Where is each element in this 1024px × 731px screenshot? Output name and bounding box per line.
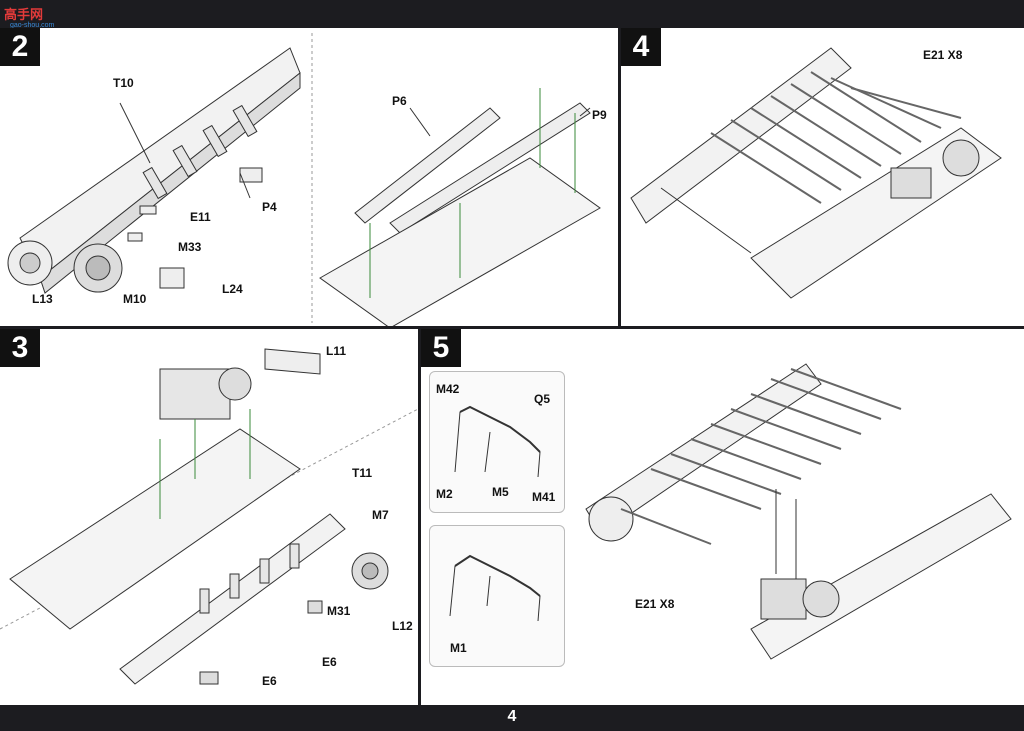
part-label: E21 X8 (635, 597, 675, 611)
step-3-panel: 3 L11 T11 M7 M31 L12 E6 E6 (0, 329, 418, 705)
part-label: L11 (326, 344, 347, 358)
part-label: M42 (436, 382, 460, 396)
step-number: 5 (421, 329, 461, 367)
part-label: L24 (222, 282, 243, 296)
watermark-sub: gao-shou.com (10, 22, 55, 29)
step-2-panel: 2 T10 E11 M33 P4 L13 M10 (0, 28, 618, 326)
step-3-drawing (0, 348, 418, 685)
part-label: E6 (262, 674, 277, 688)
part-label: M31 (327, 604, 351, 618)
part-label: M41 (532, 490, 556, 504)
part-label: Q5 (534, 392, 551, 406)
step-5-panel: 5 M42 Q5 M2 M5 M41 M1 (421, 329, 1024, 705)
part-label: P6 (392, 94, 407, 108)
step-number: 2 (0, 28, 40, 66)
step-2-drawing (7, 33, 601, 326)
inset-box-bottom: M1 (429, 525, 565, 667)
part-label: L12 (392, 619, 413, 633)
part-label: M7 (372, 508, 389, 522)
inset-box-top: M42 Q5 M2 M5 M41 (429, 371, 565, 513)
inset-top-drawing (454, 405, 541, 478)
part-label: M5 (492, 485, 509, 499)
step-5-drawing (585, 363, 1012, 660)
step-4-panel: 4 E21 X8 (621, 28, 1024, 326)
part-label: P4 (262, 200, 277, 214)
part-label: M33 (178, 240, 202, 254)
part-label: L13 (32, 292, 53, 306)
part-label: E21 X8 (923, 48, 963, 62)
part-label: M1 (450, 641, 467, 655)
inset-bottom-drawing (449, 554, 541, 622)
step-4-drawing (630, 47, 1002, 299)
page-number: 4 (507, 708, 517, 725)
part-label: M10 (123, 292, 147, 306)
part-label: M2 (436, 487, 453, 501)
part-label: E6 (322, 655, 337, 669)
part-label: T10 (113, 76, 134, 90)
part-label: P9 (592, 108, 607, 122)
step-number: 3 (0, 329, 40, 367)
part-label: E11 (190, 210, 211, 224)
part-label: T11 (352, 466, 373, 480)
watermark-logo: 高手网 (4, 7, 44, 22)
step-number: 4 (621, 28, 661, 66)
